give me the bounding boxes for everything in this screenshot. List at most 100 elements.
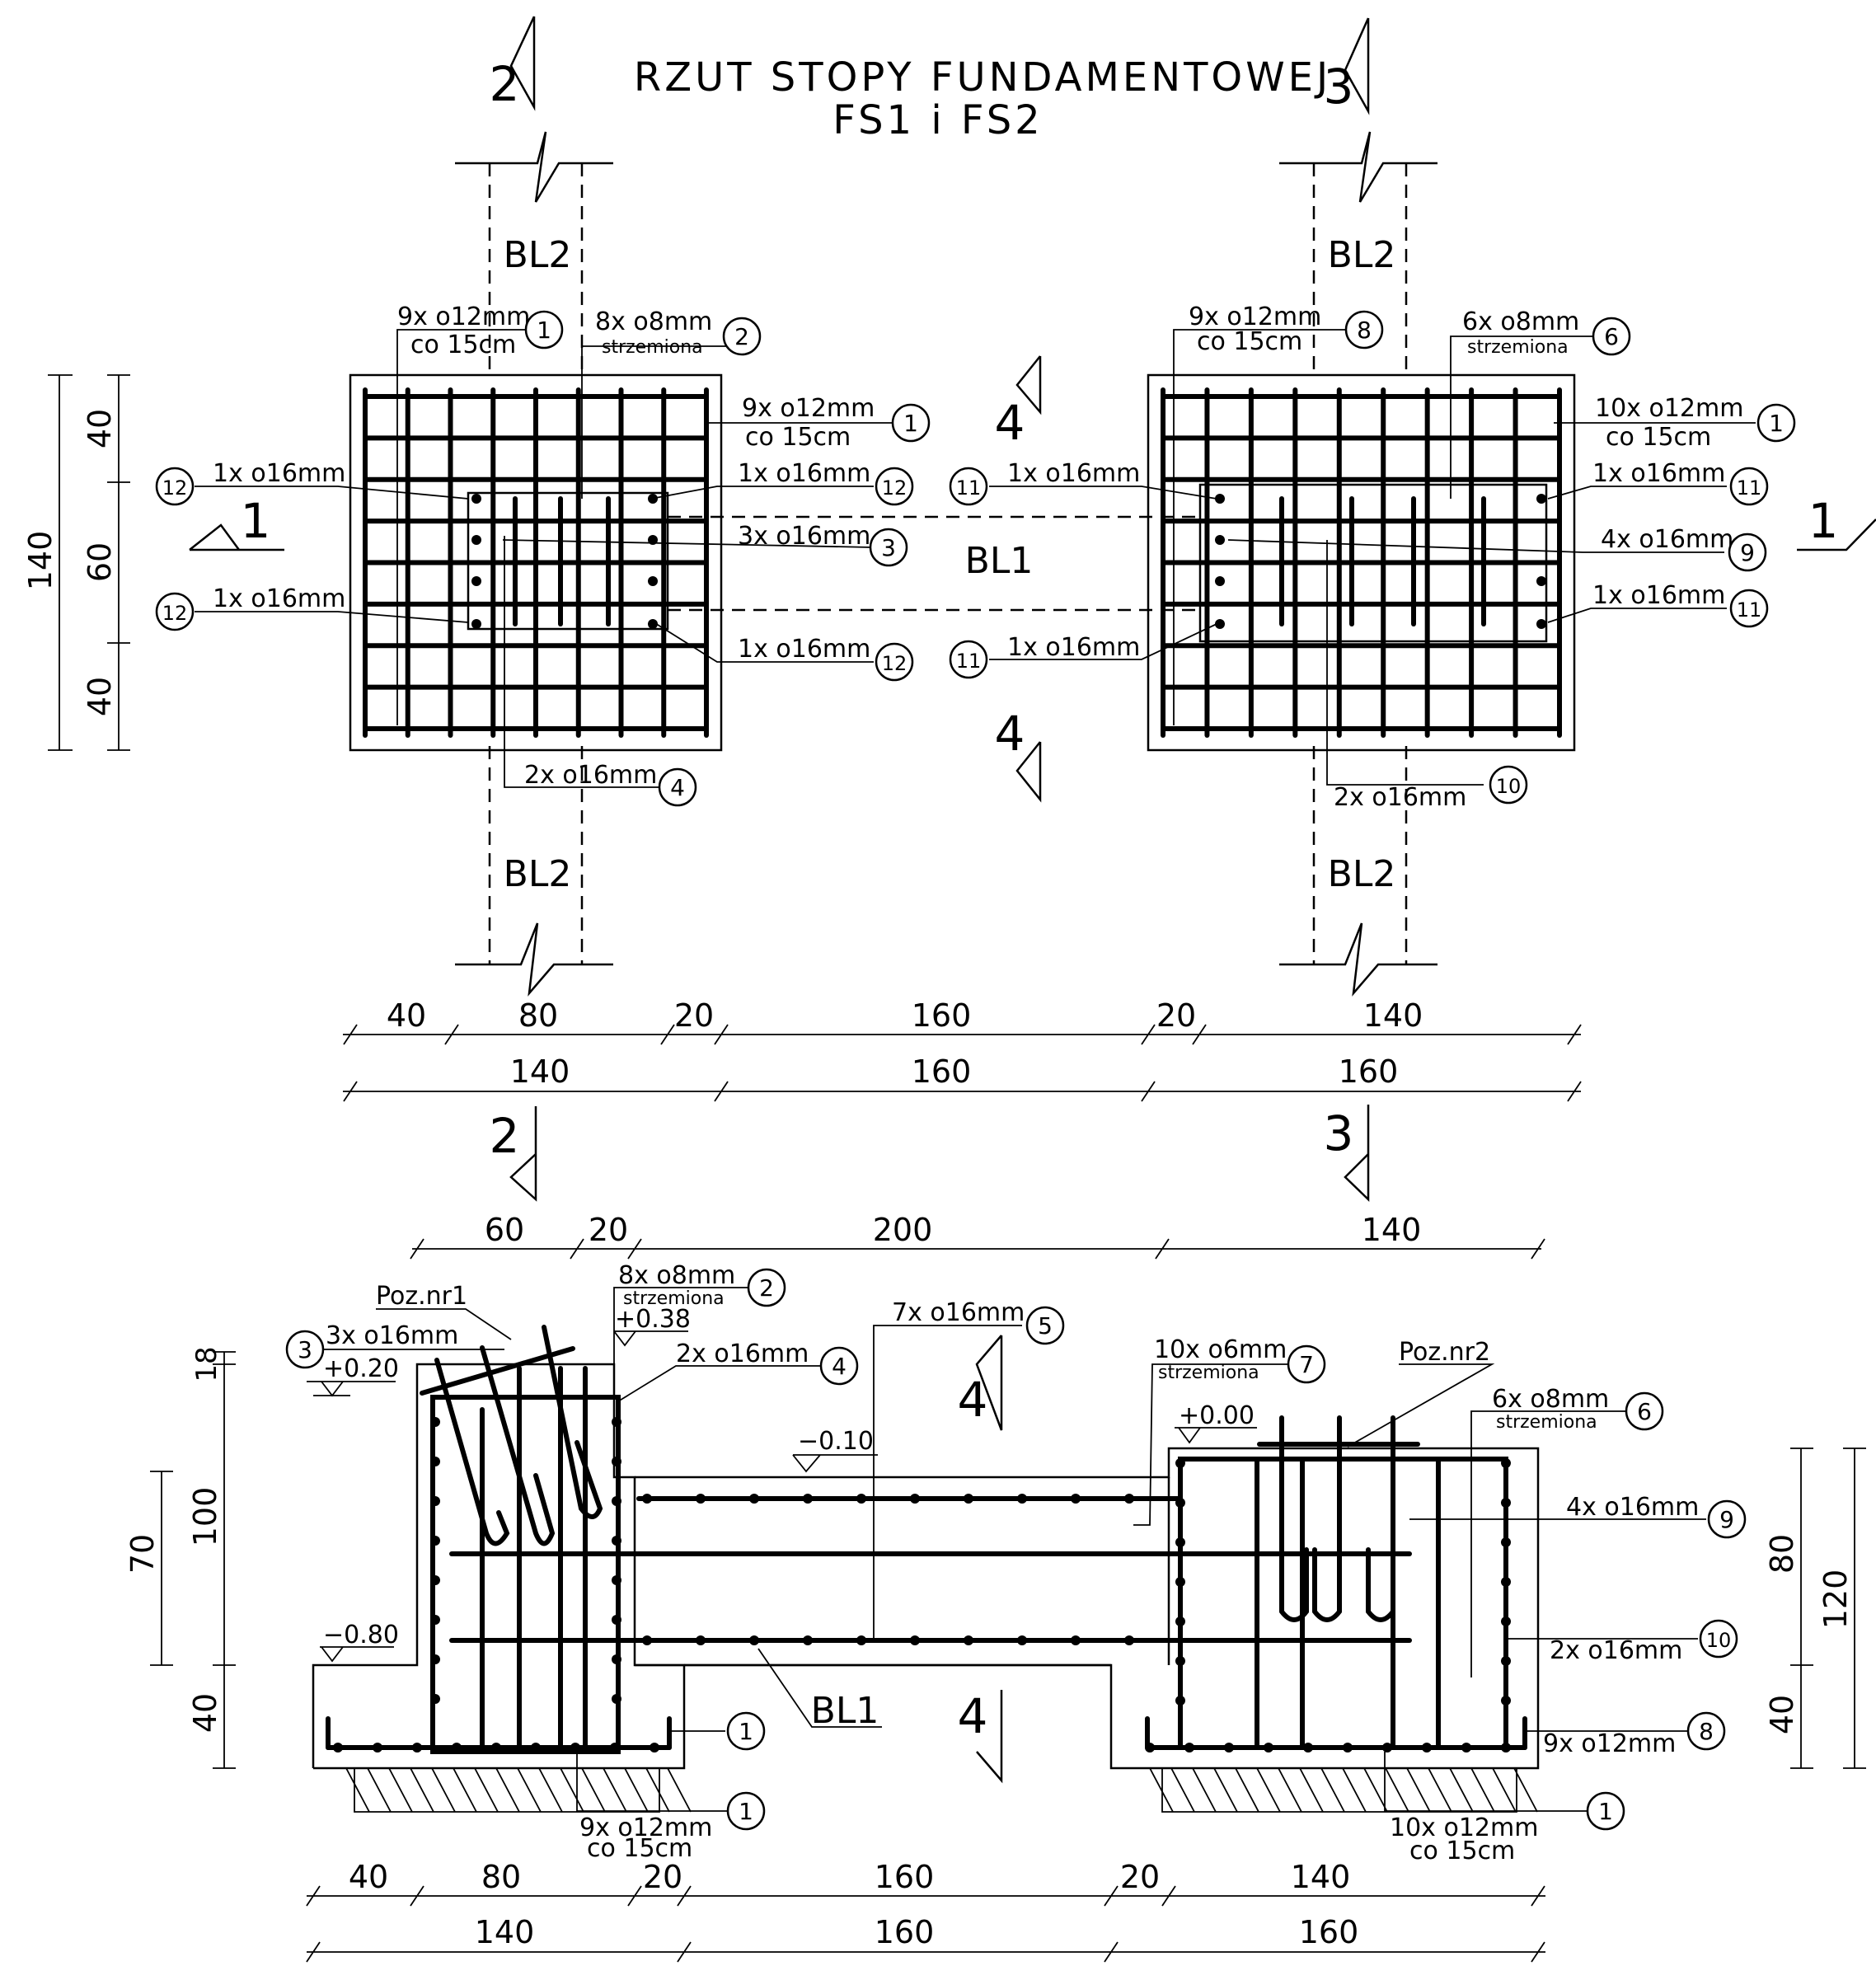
svg-text:40: 40: [82, 409, 118, 448]
section-mark-4-plan-top: 4: [995, 355, 1042, 451]
svg-text:20: 20: [589, 1212, 628, 1248]
marker-circle: [1756, 403, 1796, 443]
bar-dot: [430, 1654, 440, 1664]
marker-number: 6: [1604, 323, 1619, 350]
marker-circle: [1625, 1391, 1664, 1431]
marker-number: 9: [1740, 539, 1755, 566]
marker-circle: [1728, 533, 1767, 572]
bar-dot: [1501, 1577, 1511, 1587]
bar-dot: [1303, 1743, 1313, 1753]
bar-dot: [1175, 1537, 1185, 1547]
marker-10: 10: [1489, 765, 1528, 805]
svg-text:1x o16mm: 1x o16mm: [213, 459, 345, 488]
marker-circle: [1707, 1499, 1747, 1539]
bar-dot: [471, 494, 481, 504]
marker-circle: [1586, 1791, 1625, 1831]
svg-text:3x o16mm: 3x o16mm: [738, 522, 870, 551]
title-line1: RZUT STOPY FUNDAMENTOWEJ: [634, 54, 1331, 101]
marker-1: 1: [524, 310, 564, 350]
bar-dot: [1071, 1635, 1081, 1645]
bar-dot: [1501, 1498, 1511, 1508]
marker-4: 4: [819, 1346, 859, 1386]
bar-dot: [910, 1494, 920, 1504]
dimension-tick: [1141, 1024, 1156, 1045]
bar-dot: [612, 1417, 621, 1427]
hatch-line: [1513, 1767, 1538, 1813]
marker-circle: [949, 467, 988, 506]
hatch-line: [345, 1767, 370, 1813]
bar-dot: [1501, 1696, 1511, 1706]
svg-text:Poz.nr2: Poz.nr2: [1399, 1338, 1490, 1367]
svg-text:9x o12mm: 9x o12mm: [1543, 1729, 1676, 1758]
svg-text:strzemiona: strzemiona: [1158, 1363, 1259, 1383]
svg-text:140: 140: [510, 1053, 570, 1090]
svg-text:co 15cm: co 15cm: [1197, 327, 1302, 356]
marker-number: 1: [1598, 1798, 1613, 1825]
svg-text:2x o16mm: 2x o16mm: [1334, 783, 1466, 812]
bar-dot: [1215, 494, 1225, 504]
svg-text:strzemiona: strzemiona: [623, 1288, 725, 1309]
bar-dot: [430, 1615, 440, 1625]
marker-10: 10: [1699, 1619, 1738, 1659]
svg-text:40: 40: [387, 997, 426, 1034]
svg-text:2x o16mm: 2x o16mm: [676, 1340, 809, 1368]
bar-dot: [749, 1494, 759, 1504]
bar-dot: [964, 1635, 973, 1645]
hatch-line: [538, 1767, 563, 1813]
svg-text:20: 20: [674, 997, 714, 1034]
bar-dot: [570, 1743, 580, 1753]
marker-8: 8: [1686, 1711, 1726, 1751]
bar-dot: [1184, 1743, 1194, 1753]
level-000: +0.00: [1179, 1401, 1255, 1430]
bar-dot: [612, 1457, 621, 1466]
bar-dot: [412, 1743, 422, 1753]
marker-number: 3: [298, 1336, 312, 1363]
bar-dot: [531, 1743, 541, 1753]
dimension-tick: [343, 1024, 358, 1045]
dimension-tick: [714, 1081, 729, 1102]
svg-text:co 15cm: co 15cm: [745, 423, 851, 452]
bl2-label-fs2-top: BL2: [1328, 234, 1396, 276]
marker-number: 7: [1299, 1351, 1314, 1378]
section-mark-3-bottom: 3: [1324, 1105, 1370, 1202]
marker-11: 11: [949, 640, 988, 679]
level-markers: +0.38 +0.20 −0.10 +0.00 −0.80: [307, 1305, 1257, 1663]
marker-circle: [1592, 317, 1631, 356]
marker-number: 11: [1737, 476, 1762, 500]
marker-number: 11: [956, 476, 982, 500]
bl2-label-fs2-bottom: BL2: [1328, 853, 1396, 895]
svg-text:160: 160: [875, 1914, 935, 1950]
hatch-line: [1235, 1767, 1259, 1813]
dimension-tick: [1104, 1941, 1119, 1963]
svg-text:co 15cm: co 15cm: [410, 331, 516, 359]
svg-text:20: 20: [1120, 1859, 1160, 1895]
bar-dot: [964, 1494, 973, 1504]
bar-dot: [612, 1654, 621, 1664]
svg-text:1x o16mm: 1x o16mm: [1592, 459, 1725, 488]
marker-circle: [949, 640, 988, 679]
svg-text:8x o8mm: 8x o8mm: [595, 307, 712, 336]
bl1-label-section: BL1: [811, 1690, 879, 1732]
svg-text:140: 140: [1291, 1859, 1351, 1895]
hatch-line: [1299, 1767, 1324, 1813]
hatch-line: [367, 1767, 392, 1813]
marker-number: 1: [739, 1798, 753, 1825]
svg-text:1x o16mm: 1x o16mm: [213, 584, 345, 613]
marker-12: 12: [155, 592, 195, 631]
hatch-line: [1470, 1767, 1495, 1813]
svg-text:140: 140: [1363, 997, 1423, 1034]
marker-4: 4: [658, 767, 697, 807]
column-bl2-fs2-plan: BL2 BL2: [1279, 131, 1437, 997]
dimension-tick: [1567, 1081, 1582, 1102]
marker-number: 6: [1637, 1398, 1652, 1425]
beam-bl1-plan: BL1: [668, 515, 1200, 612]
level-080: −0.80: [323, 1621, 399, 1649]
svg-text:80: 80: [518, 997, 558, 1034]
soil-outline-fs1: [354, 1768, 660, 1813]
hatch-line: [1213, 1767, 1238, 1813]
svg-text:40: 40: [349, 1859, 388, 1895]
hatch-line: [474, 1767, 499, 1813]
svg-text:7x o16mm: 7x o16mm: [892, 1298, 1025, 1327]
marker-circle: [869, 528, 908, 567]
bl2-label-fs1-bottom: BL2: [504, 853, 572, 895]
